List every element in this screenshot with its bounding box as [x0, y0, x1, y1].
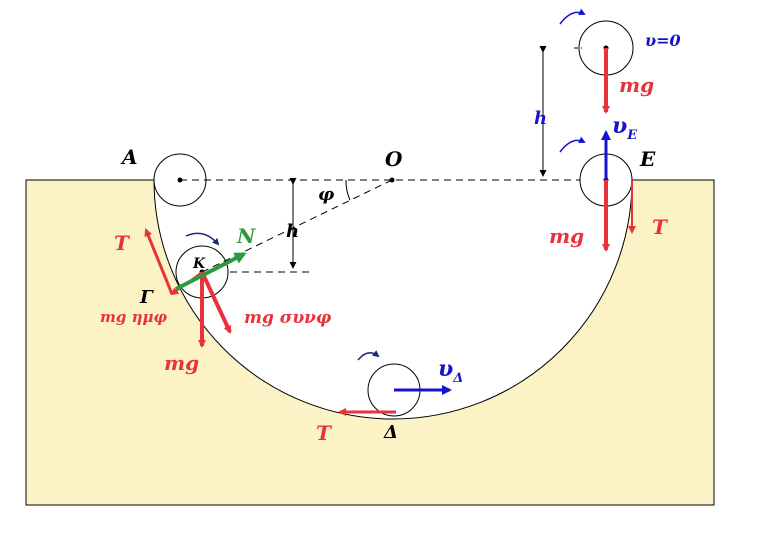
force-t-k — [144, 228, 174, 295]
label-v-zero: υ=0 — [645, 31, 681, 50]
label-v-delta-subscript: Δ — [452, 371, 463, 386]
label-v-delta: υΔ — [438, 356, 463, 386]
label-k: K — [192, 256, 206, 272]
angle-arc — [345, 179, 351, 201]
label-h-left: h — [286, 221, 299, 242]
rotation-arrow-delta — [357, 350, 380, 361]
label-v-e-subscript: E — [626, 128, 638, 143]
label-mg-right: mg — [549, 224, 584, 248]
label-mg-cos: mg συνφ — [244, 308, 332, 328]
label-t-right: T — [652, 215, 669, 239]
label-delta: Δ — [383, 422, 398, 443]
ball-a-center — [177, 177, 183, 183]
rotation-arrow-k — [185, 232, 220, 246]
label-mg-top: mg — [619, 73, 654, 97]
ground-block — [25, 179, 715, 506]
label-n: N — [236, 224, 256, 248]
center-point-o — [389, 177, 395, 183]
label-a: A — [120, 145, 138, 169]
label-phi: φ — [318, 184, 335, 205]
rotation-arrow-e — [559, 136, 586, 153]
label-mg-left: mg — [164, 351, 199, 375]
ball-a — [153, 153, 207, 207]
label-o: O — [385, 147, 403, 171]
label-t-left: T — [114, 231, 131, 255]
label-v-e: υE — [612, 113, 638, 143]
force-mg-cos — [200, 271, 232, 334]
label-e: E — [639, 147, 656, 171]
label-t-bottom: T — [316, 421, 333, 445]
label-mg-sin: mg ημφ — [100, 308, 167, 326]
label-h-right: h — [534, 108, 547, 129]
rotation-arrow-top — [559, 8, 586, 25]
label-gamma: Γ — [139, 287, 154, 308]
force-n — [175, 252, 247, 291]
